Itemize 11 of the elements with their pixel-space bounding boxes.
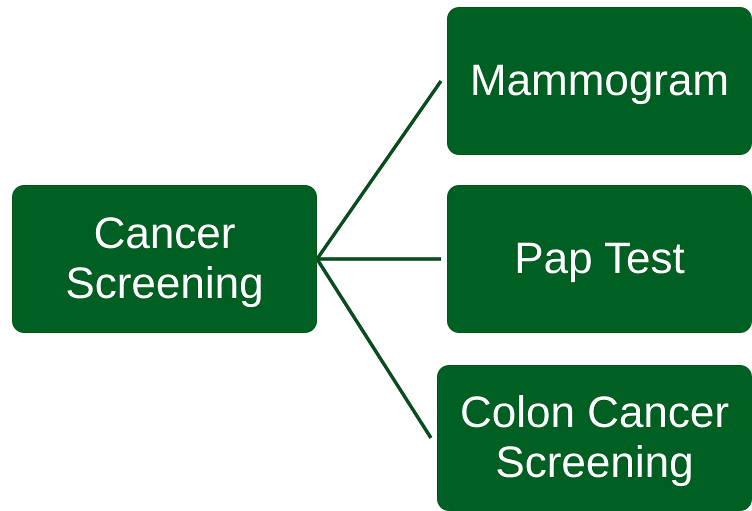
process-box <box>447 7 752 155</box>
box-label: Colon Cancer Screening <box>458 388 730 488</box>
box-label: Cancer Screening <box>64 209 265 309</box>
connector-line <box>316 258 432 439</box>
connector-line <box>316 80 442 260</box>
process-box <box>12 185 317 333</box>
process-box <box>447 185 752 333</box>
box-label: Mammogram <box>470 56 730 106</box>
box-label: Pap Test <box>514 234 685 284</box>
connector-line <box>317 257 441 261</box>
process-box <box>437 365 752 511</box>
